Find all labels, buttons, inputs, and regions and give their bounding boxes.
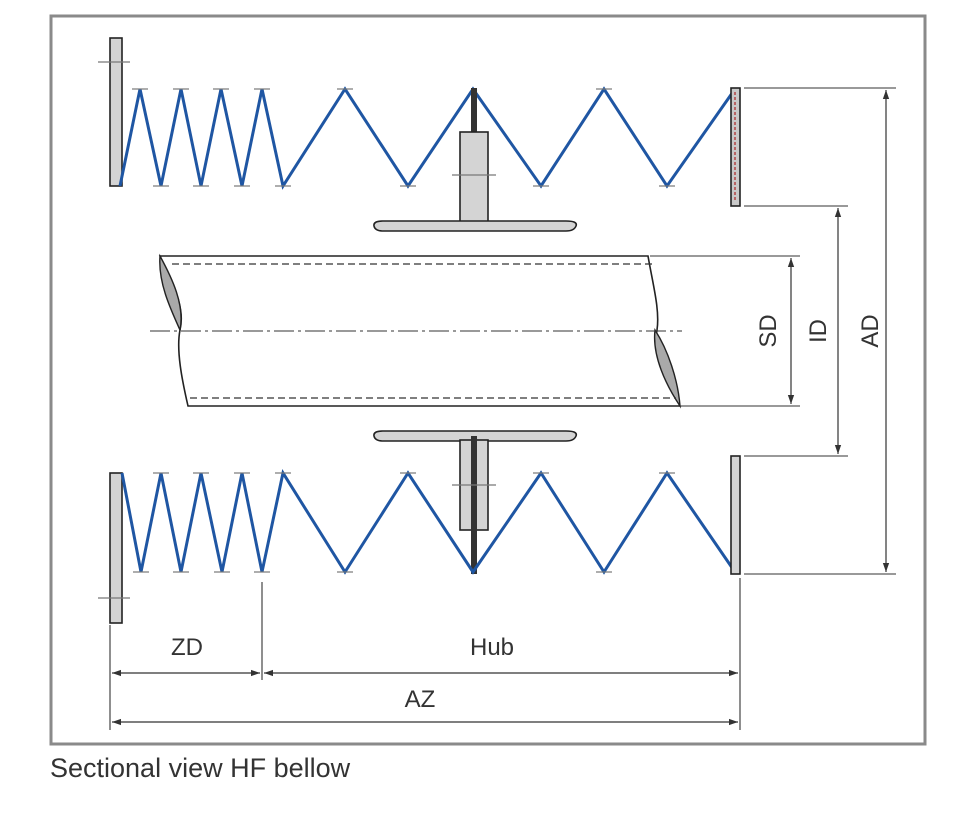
bottom-spring-ticks [133,472,675,573]
sd-label: SD [755,314,782,347]
shaft [150,253,682,409]
zd-label: ZD [171,634,203,661]
diagram-frame [49,14,927,746]
top-guide-foot [373,220,578,232]
id-label: ID [805,319,832,343]
shaft-left-break [159,253,182,333]
top-bellow-spring [118,86,737,190]
top-spring-ticks [132,88,675,187]
ad-label: AD [857,314,884,347]
bottom-right-end-plate [730,455,741,575]
bottom-bellow-spring [120,469,737,575]
top-left-end-plate [109,37,123,187]
vertical-dimensions: SD ID AD [650,87,896,575]
figure-caption: Sectional view HF bellow [50,753,351,783]
hub-label: Hub [470,634,514,661]
top-bellow [98,37,741,232]
bottom-bellow [98,430,741,624]
top-guide-sleeve [459,131,489,223]
horizontal-dimensions: ZD Hub AZ [109,578,741,730]
bottom-center-guide-bar [471,436,477,574]
bottom-left-end-plate [109,472,123,624]
az-label: AZ [405,686,436,713]
